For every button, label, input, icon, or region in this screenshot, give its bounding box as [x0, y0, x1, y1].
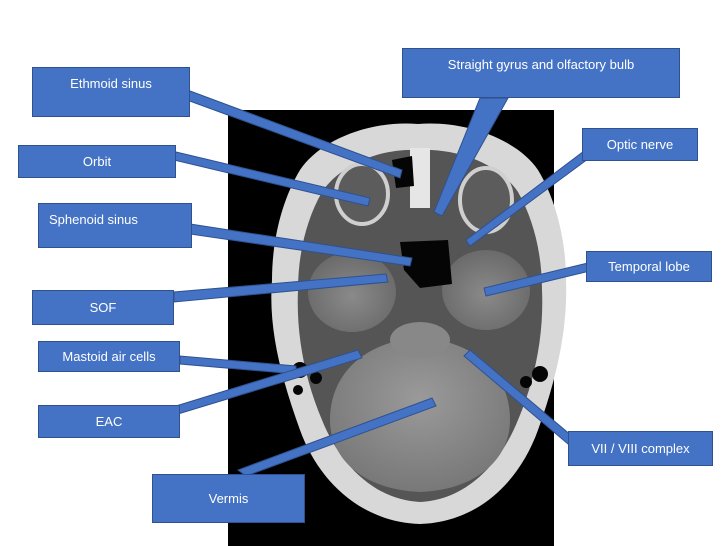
ethmoid-air	[392, 156, 414, 188]
cerebellum	[330, 338, 510, 492]
label-orbit: Orbit	[18, 145, 176, 178]
arrow-vermis	[236, 397, 437, 477]
brainstem	[390, 322, 450, 358]
label-straight-gyrus: Straight gyrus and olfactory bulb	[402, 48, 680, 98]
sphenoid-air	[400, 240, 452, 288]
orbit-right	[458, 166, 514, 234]
label-sphenoid-sinus: Sphenoid sinus	[38, 203, 192, 248]
label-mastoid-air-cells: Mastoid air cells	[38, 341, 180, 372]
nasal-septum	[410, 148, 430, 208]
mastoid-air-right-2	[520, 376, 532, 388]
label-ethmoid-sinus: Ethmoid sinus	[32, 67, 190, 117]
arrow-straight-gyrus	[433, 97, 509, 217]
mastoid-air-left-3	[293, 385, 303, 395]
label-optic-nerve: Optic nerve	[582, 128, 698, 161]
arrow-mastoid-air-cells	[179, 355, 297, 375]
label-sof: SOF	[32, 290, 174, 325]
temporal-lobe-left	[308, 252, 396, 332]
label-temporal-lobe: Temporal lobe	[586, 251, 712, 282]
label-eac: EAC	[38, 405, 180, 438]
label-vii-viii-complex: VII / VIII complex	[568, 431, 713, 466]
mastoid-air-left-2	[310, 372, 322, 384]
mastoid-air-right-1	[532, 366, 548, 382]
callout-arrows	[173, 87, 595, 477]
label-vermis: Vermis	[152, 474, 305, 523]
arrow-sof	[173, 273, 389, 303]
